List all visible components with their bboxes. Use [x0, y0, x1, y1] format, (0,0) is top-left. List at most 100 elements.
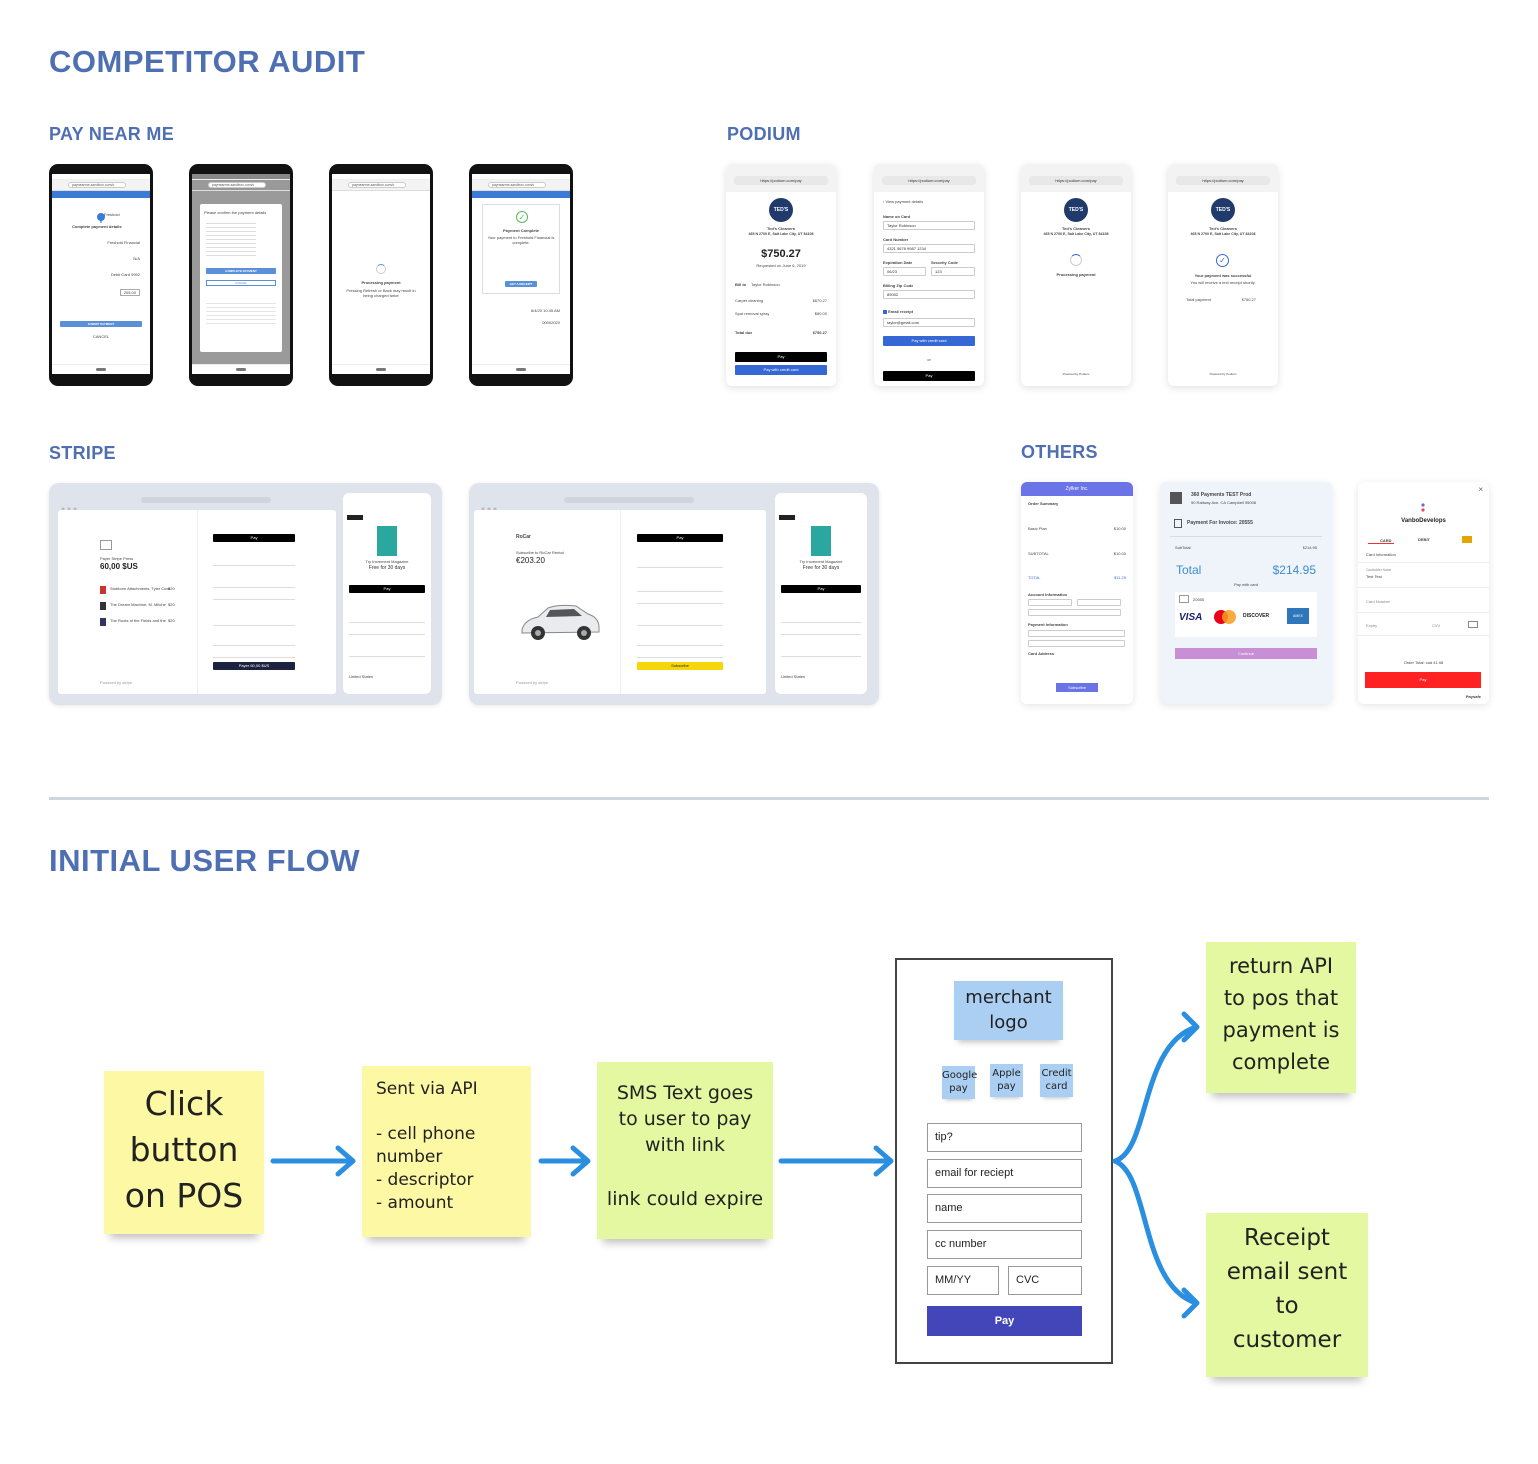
zylker-exp-input[interactable]: [1028, 640, 1125, 647]
sticky-line: Sent via API: [376, 1079, 478, 1099]
stripe-card-input[interactable]: [781, 617, 861, 623]
pay-button[interactable]: Pay: [927, 1306, 1082, 1336]
pnm-complete-card: ✓ Payment Complete Your payment to Fresh…: [482, 204, 560, 294]
invoice-icon: [1174, 519, 1182, 528]
zylker-email-input[interactable]: [1028, 609, 1121, 616]
stripe-name-input[interactable]: [781, 651, 861, 657]
podium-requested: Requested on June 6, 2019: [756, 263, 806, 268]
stripe-country-input[interactable]: [213, 640, 295, 646]
exp-input[interactable]: MM/YY: [927, 1266, 999, 1295]
p360-continue-button[interactable]: Continue: [1175, 648, 1317, 659]
stripe-exp-input[interactable]: [349, 629, 425, 635]
podium-merchant: Ted's Cleaners: [767, 226, 795, 231]
stripe-zip-input[interactable]: [213, 652, 295, 658]
zylker-subscribe-button[interactable]: Subscribe: [1056, 683, 1098, 692]
sticky-line: complete: [1231, 1050, 1331, 1074]
stripe-label: Payer Stripe Press: [100, 556, 134, 561]
vanbo-pay-button[interactable]: Pay: [1365, 672, 1481, 688]
zylker-card-input[interactable]: [1028, 630, 1125, 637]
stripe-apple-pay[interactable]: Pay: [349, 585, 425, 593]
stripe-exp-input[interactable]: [213, 594, 295, 600]
stripe-pay-button[interactable]: Payer 60,00 $US: [213, 662, 295, 670]
pnm-submit-button[interactable]: SUBMIT PAYMENT: [60, 321, 142, 327]
stripe-mobile-title: Try Increment Magazine: [365, 559, 409, 564]
stripe-name-input[interactable]: [637, 620, 723, 626]
vanbo-card-input[interactable]: Card Number: [1366, 599, 1391, 604]
podium-card-input[interactable]: 4321 5678 9987 1234: [883, 244, 975, 253]
sticky-line: - cell phone: [376, 1124, 476, 1144]
cvc-input[interactable]: CVC: [1008, 1266, 1082, 1295]
merchant-logo-icon: [1170, 492, 1182, 504]
stripe-mobile-2: Try Increment Magazine Free for 30 days …: [775, 493, 867, 694]
podium-back-link[interactable]: ‹ View payment details: [883, 199, 924, 204]
vanbo-exp-input[interactable]: Expiry: [1366, 623, 1378, 628]
stripe-apple-pay[interactable]: Pay: [781, 585, 861, 593]
stripe-zip-input[interactable]: [637, 652, 723, 658]
stripe-subscribe-button[interactable]: Subscribe: [637, 662, 723, 670]
podium-email-checkbox[interactable]: Email receipt: [883, 309, 913, 314]
pnm-amount-input[interactable]: 205.00: [119, 289, 140, 297]
pnm-confirm-cancel[interactable]: CANCEL: [206, 280, 276, 286]
vanbo-name-input[interactable]: Cardholder Name Test Test: [1358, 562, 1489, 588]
email-input[interactable]: email for reciept: [927, 1159, 1082, 1188]
stripe-mobile-1: Try Increment Magazine Free for 30 days …: [343, 493, 431, 694]
stripe-item: Stubborn Attachments, Tyler Cowen: [110, 586, 170, 591]
stripe-apple-pay[interactable]: Pay: [637, 534, 723, 542]
magazine-cover-icon: [811, 526, 831, 556]
tip-input[interactable]: tip?: [927, 1123, 1082, 1152]
stripe-name-input[interactable]: [213, 620, 295, 626]
stripe-apple-pay[interactable]: Pay: [213, 534, 295, 542]
pnm-complete-button[interactable]: COMPLETE PAYMENT: [206, 268, 276, 274]
close-icon[interactable]: ×: [1478, 485, 1483, 494]
cc-number-input[interactable]: cc number: [927, 1230, 1082, 1259]
podium-apple-pay-button[interactable]: Pay: [735, 352, 827, 362]
pnm-cancel-link[interactable]: CANCEL: [92, 334, 110, 339]
stripe-item-price: $20: [168, 602, 175, 607]
name-input[interactable]: name: [927, 1194, 1082, 1223]
stripe-mobile-free: Free for 30 days: [802, 565, 840, 571]
stripe-exp-input[interactable]: [637, 598, 723, 604]
zylker-last-input[interactable]: [1077, 599, 1121, 606]
p360-title: 360 Payments TEST Prod: [1191, 492, 1252, 498]
podium-address: 465 N 2700 E, Salt Lake City, UT 84108: [1190, 232, 1256, 236]
stripe-card-input[interactable]: [637, 586, 723, 592]
vanbo-cvv-input[interactable]: CVV: [1432, 623, 1441, 628]
pnm-receipt-button[interactable]: GET A RECEIPT: [505, 281, 537, 287]
vanbo-tab-card[interactable]: CARD: [1380, 538, 1392, 543]
stripe-example-2: RoCar Subscribe to RoCar Rental €203.20 …: [469, 483, 879, 705]
vanbo-info: Card Information: [1366, 552, 1396, 557]
sticky-line: merchant: [965, 987, 1052, 1008]
zylker-first-input[interactable]: [1028, 599, 1072, 606]
cvv-card-icon: [1468, 621, 1478, 628]
stripe-email-input[interactable]: [637, 562, 723, 568]
podium-apple-pay-button[interactable]: Pay: [883, 371, 975, 381]
stripe-card-input[interactable]: [213, 582, 295, 588]
stripe-email-input[interactable]: [213, 560, 295, 566]
stripe-name-input[interactable]: [349, 651, 425, 657]
pnm-date: 6/4/20 10:45 AM: [530, 308, 560, 313]
podium-email-input[interactable]: taylor@gmail.com: [883, 318, 975, 327]
podium-name-input[interactable]: Taylor Robinson: [883, 221, 975, 230]
stripe-card-input[interactable]: [349, 617, 425, 623]
pnm-complete-title: Payment Complete: [502, 228, 539, 233]
podium-success-sub: You will receive a text receipt shortly.: [1190, 280, 1256, 285]
stripe-country-input[interactable]: [637, 640, 723, 646]
vanbo-logo-icon: [1421, 500, 1425, 512]
vanbo-tab-debit[interactable]: DEBIT: [1418, 537, 1430, 542]
podium-cvc-input[interactable]: 123: [931, 267, 975, 276]
podium-card-button[interactable]: Pay with credit card: [735, 365, 827, 375]
podium-merchant: Ted's Cleaners: [1209, 226, 1237, 231]
podium-zip-input[interactable]: 89052: [883, 290, 975, 299]
podium-exp-input[interactable]: 06/23: [883, 267, 926, 276]
podium-screen-success: https://podium.com/pay TED'S Ted's Clean…: [1168, 164, 1278, 386]
p360-checkout: 360 Payments TEST Prod 90 Railway Ave. C…: [1160, 482, 1332, 704]
pnm-url: paynearme-sandbox.com/c: [348, 182, 406, 188]
stripe-exp-input[interactable]: [781, 629, 861, 635]
podium-card-button[interactable]: Pay with credit card: [883, 336, 975, 346]
podium-address: 465 N 2700 E, Salt Lake City, UT 84108: [1043, 232, 1109, 236]
p360-address: 90 Railway Ave. CA Campbell 95008: [1191, 500, 1257, 505]
stripe-mobile-title: Try Increment Magazine: [799, 559, 843, 564]
